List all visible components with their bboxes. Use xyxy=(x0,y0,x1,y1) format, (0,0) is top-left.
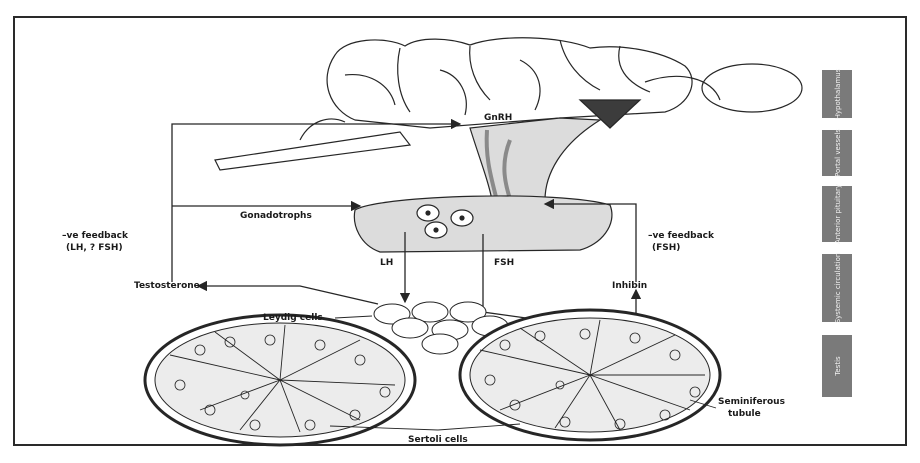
left-tubule-cross-section xyxy=(145,315,415,445)
side-tab-anterior-pituitary-label: Anterior pituitary xyxy=(834,184,842,244)
neg-feedback-left-line2: (LH, ? FSH) xyxy=(66,243,123,253)
side-tab-systemic-circulation-label: Systemic circulation xyxy=(834,253,842,324)
side-tab-testis-label: Testis xyxy=(834,356,842,377)
gnrh-label: GnRH xyxy=(484,113,512,123)
seminiferous-label-line1: Seminiferous xyxy=(718,397,785,407)
sertoli-cells-label: Sertoli cells xyxy=(408,435,468,445)
leydig-cells-label: Leydig cells xyxy=(263,313,323,323)
lh-label: LH xyxy=(380,258,393,268)
neg-feedback-right-line2: (FSH) xyxy=(652,243,680,253)
side-tab-bar: Hypothalamus Portal vessels Anterior pit… xyxy=(822,68,852,397)
leydig-pointer xyxy=(335,316,372,318)
side-tab-hypothalamus-label: Hypothalamus xyxy=(834,68,842,119)
leydig-to-testosterone-arrow xyxy=(198,286,378,304)
gonadotrophs-label: Gonadotrophs xyxy=(240,211,312,221)
seminiferous-label-line2: tubule xyxy=(728,409,761,419)
fsh-label: FSH xyxy=(494,258,514,268)
side-tab-portal-vessels-label: Portal vessels xyxy=(834,129,842,177)
inhibin-label: Inhibin xyxy=(612,281,647,291)
sertoli-pointer-right xyxy=(438,424,520,430)
testosterone-label: Testosterone xyxy=(134,281,200,291)
neg-feedback-right-line1: –ve feedback xyxy=(648,231,715,241)
right-tubule-cross-section xyxy=(460,310,720,440)
neg-feedback-left-line1: –ve feedback xyxy=(62,231,129,241)
